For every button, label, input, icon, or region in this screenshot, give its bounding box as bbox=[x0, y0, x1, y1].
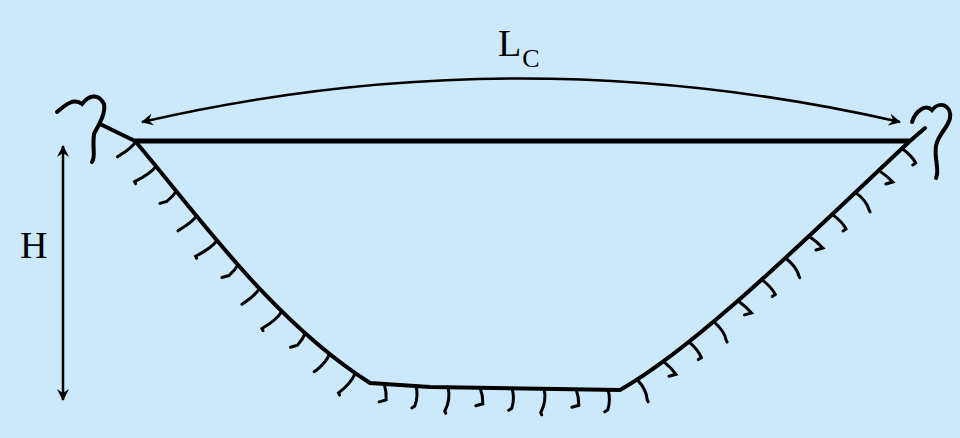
root-hair bbox=[135, 166, 157, 183]
root-hairs bbox=[118, 142, 916, 415]
root-hair bbox=[832, 214, 846, 231]
root-hair bbox=[160, 191, 176, 203]
root-hair bbox=[856, 192, 871, 211]
root-hair bbox=[738, 301, 752, 315]
bank-lip bbox=[912, 105, 950, 178]
root-hair bbox=[762, 280, 775, 297]
root-hair bbox=[242, 289, 260, 305]
root-hair bbox=[118, 142, 136, 157]
root-hair bbox=[572, 389, 579, 407]
water-surface bbox=[135, 139, 910, 144]
dimension-label: L bbox=[498, 24, 521, 62]
root-hair bbox=[476, 388, 483, 406]
root-hair bbox=[714, 322, 727, 342]
root-hair bbox=[663, 361, 675, 376]
root-hair bbox=[809, 236, 823, 250]
root-hair bbox=[902, 148, 916, 165]
root-hair bbox=[786, 258, 800, 278]
root-hair bbox=[262, 311, 282, 330]
width-dimension-arrow bbox=[142, 79, 900, 123]
root-hair bbox=[445, 387, 449, 413]
root-hair bbox=[314, 354, 329, 372]
dimension-label: H bbox=[20, 226, 47, 264]
root-hair bbox=[412, 386, 417, 408]
root-hair bbox=[541, 389, 545, 415]
channel-bank bbox=[100, 124, 925, 390]
root-hair bbox=[637, 380, 648, 402]
depth-dimension-arrow bbox=[62, 146, 65, 400]
root-hair bbox=[509, 388, 514, 410]
root-hair bbox=[222, 265, 238, 278]
root-hair bbox=[379, 384, 386, 402]
root-hair bbox=[290, 333, 305, 347]
root-hair bbox=[879, 170, 893, 184]
dimension-subscript: C bbox=[522, 46, 539, 72]
label-patch bbox=[14, 222, 58, 266]
root-hair bbox=[339, 373, 356, 395]
root-hair bbox=[605, 390, 610, 412]
root-hair bbox=[178, 216, 196, 231]
root-hair bbox=[196, 241, 217, 259]
root-hair bbox=[689, 342, 701, 360]
